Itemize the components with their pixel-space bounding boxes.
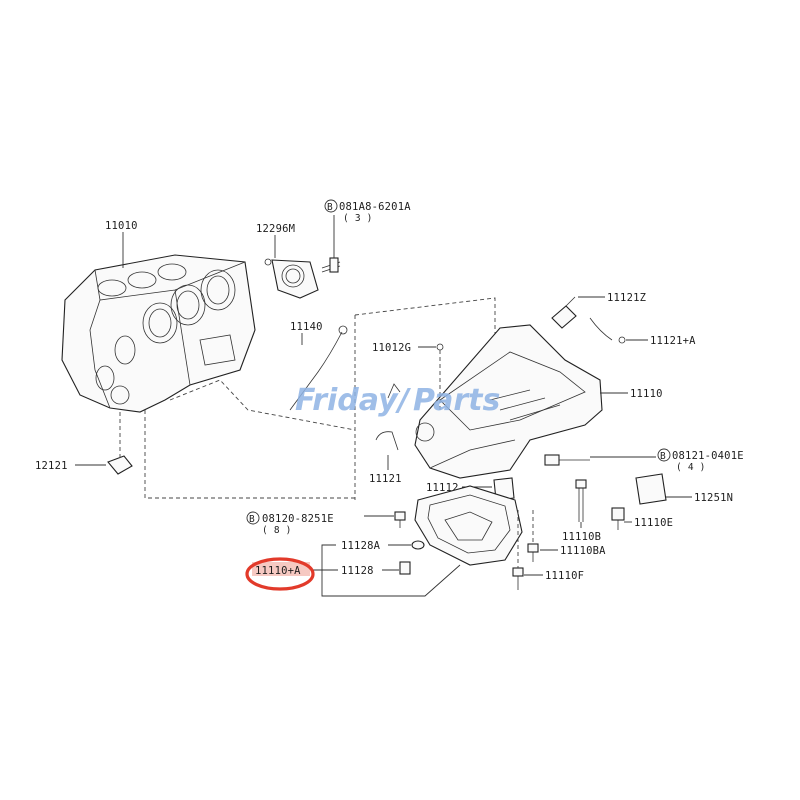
bolt-marker-icon (246, 511, 260, 525)
oil-strainer-bracket-drawing (375, 383, 401, 451)
upper-oil-pan-drawing (414, 324, 603, 479)
callout-12296m: 12296M (256, 223, 295, 235)
callout-11110f: 11110F (545, 570, 584, 582)
bolt-081a8-drawing (321, 257, 341, 273)
watermark-brand-left: Friday (295, 383, 399, 418)
callout-081a8-6201a: 081A8-6201A (339, 201, 411, 213)
lower-oil-pan-drawing (414, 485, 523, 566)
callout-11121z: 11121Z (607, 292, 646, 304)
callout-12121: 12121 (35, 460, 68, 472)
callout-08120-qty: ( 8 ) (262, 525, 292, 536)
callout-11121: 11121 (369, 473, 402, 485)
oil-level-harness-drawing (589, 317, 626, 344)
callout-08121-0401e: 08121-0401E (672, 450, 744, 462)
callout-11110: 11110 (630, 388, 663, 400)
rear-seal-gasket-drawing (264, 258, 319, 299)
cylinder-block-drawing (61, 254, 256, 413)
callout-11010: 11010 (105, 220, 138, 232)
callout-11140: 11140 (290, 321, 323, 333)
bolt-marker-letter: B (327, 202, 333, 213)
callout-081a8-qty: ( 3 ) (343, 213, 373, 224)
callout-11121-a: 11121+A (650, 335, 696, 347)
callout-08120-8251e: 08120-8251E (262, 513, 334, 525)
bolt-marker-letter: B (249, 514, 255, 525)
callout-11251n: 11251N (694, 492, 733, 504)
drain-plug-drawing (399, 561, 411, 575)
watermark-logo: Friday / Parts (295, 383, 500, 418)
long-bolt-drawing (575, 479, 587, 522)
bolt-marker-letter: B (660, 451, 666, 462)
dipstick-drawing (289, 325, 348, 411)
highlight-circle (245, 557, 315, 591)
callout-11110b: 11110B (562, 531, 601, 543)
oil-level-sensor-drawing (551, 296, 577, 329)
drain-plug-washer-drawing (411, 540, 425, 550)
bolt-11110f-drawing (512, 567, 524, 590)
callout-11110-a: 11110+A (255, 565, 301, 577)
bolt-11110ba-drawing (527, 543, 539, 562)
knock-sensor-drawing (107, 455, 133, 475)
callout-11128a: 11128A (341, 540, 381, 552)
bolt-marker-icon (657, 448, 671, 462)
bolt-08121-drawing (544, 454, 590, 466)
bolt-08120-drawing (394, 511, 406, 528)
watermark-brand-right: Parts (413, 383, 500, 418)
callout-11110e: 11110E (634, 517, 673, 529)
callout-08121-qty: ( 4 ) (676, 462, 706, 473)
watermark-slash: / (395, 383, 412, 418)
bolt-marker-icon (324, 199, 338, 213)
callout-11012g: 11012G (372, 342, 411, 354)
highlighted-part-callout[interactable]: 11110+A (245, 557, 315, 591)
callout-11110ba: 11110BA (560, 545, 606, 557)
callout-11128: 11128 (341, 565, 374, 577)
bolt-11110e-drawing (611, 507, 625, 530)
oil-pan-gasket-plate-drawing (635, 473, 667, 505)
dowel-pin-icon (436, 343, 444, 351)
